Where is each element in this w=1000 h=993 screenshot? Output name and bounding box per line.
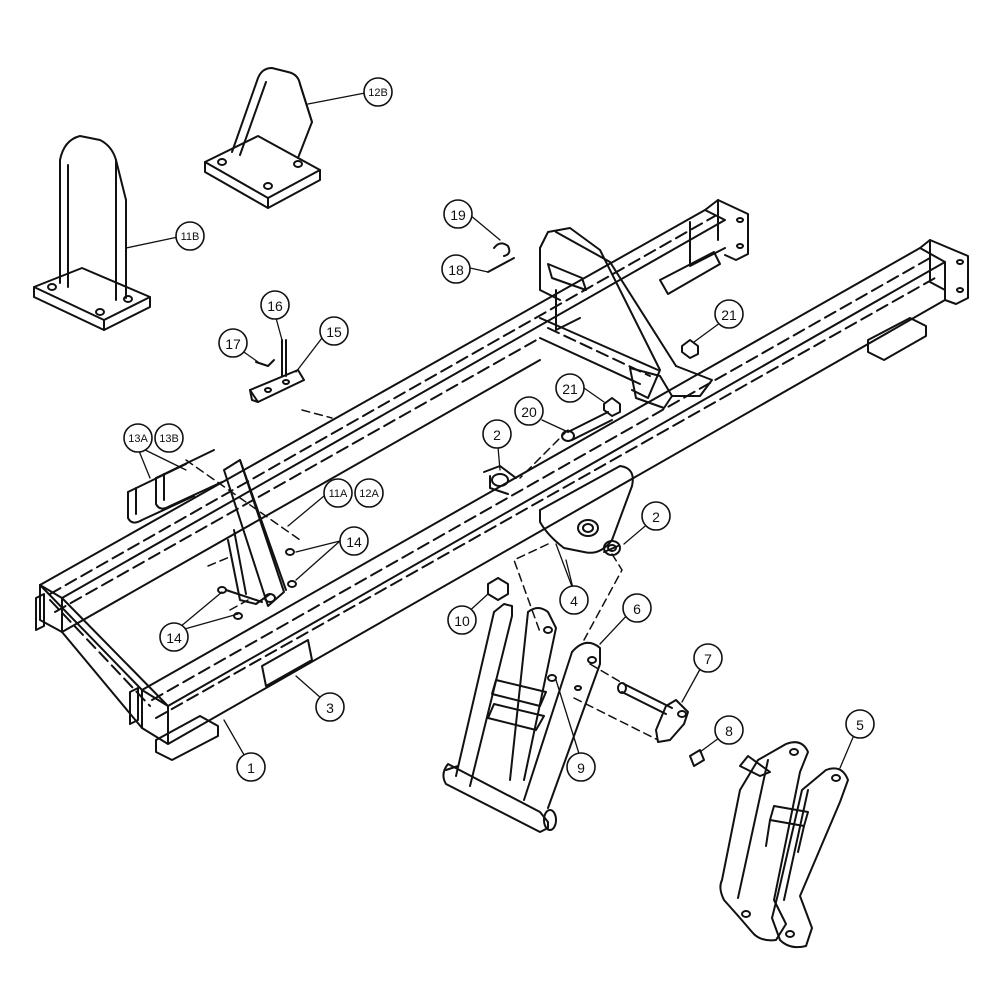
label-1: 1: [247, 760, 255, 776]
alignment-lines: [185, 409, 659, 741]
callout-8: [714, 715, 744, 745]
pin-18: [487, 257, 515, 273]
label-11b: 11B: [181, 231, 200, 243]
callout-9: [566, 752, 596, 782]
pin-7: [617, 682, 689, 743]
label-16: 16: [267, 298, 283, 314]
callout-16: [260, 290, 290, 320]
label-5: 5: [856, 717, 864, 733]
nut-14d: [233, 612, 243, 620]
callout-14b: [159, 622, 189, 652]
label-12b: 12B: [368, 87, 388, 99]
nut-14b: [287, 580, 297, 588]
hitch-tower: [539, 227, 713, 409]
nut-21a: [603, 397, 621, 417]
clevis-5: [719, 741, 849, 949]
label-14b: 14: [166, 630, 182, 646]
callout-1: [236, 752, 266, 782]
callout-11b: [175, 221, 205, 251]
callout-3: [315, 692, 345, 722]
callout-10: [447, 605, 477, 635]
label-10: 10: [454, 613, 470, 629]
label-21a: 21: [562, 381, 578, 397]
label-3: 3: [326, 700, 334, 716]
label-21b: 21: [721, 307, 737, 323]
label-8: 8: [725, 723, 733, 739]
callout-6: [622, 593, 652, 623]
label-11a: 11A: [329, 488, 348, 500]
clip-19: [493, 242, 511, 257]
label-14a: 14: [346, 534, 362, 550]
nut-14a: [285, 548, 295, 556]
label-6: 6: [633, 601, 641, 617]
label-12a: 12A: [359, 488, 379, 500]
callout-12a: [354, 478, 384, 508]
callout-7: [693, 643, 723, 673]
bushing-2b: [603, 540, 621, 556]
part-3-plate: [261, 639, 313, 687]
callout-15: [319, 316, 349, 346]
bracket-11b: [33, 135, 151, 331]
main-frame: [35, 199, 969, 761]
label-18: 18: [448, 262, 464, 278]
label-20: 20: [521, 404, 537, 420]
bracket-12b: [204, 67, 321, 209]
label-17: 17: [225, 336, 241, 352]
callout-13a: [123, 423, 153, 453]
callout-4: [559, 585, 589, 615]
u-bolts-13: [127, 449, 223, 524]
label-13a: 13A: [128, 433, 148, 445]
nut-10: [487, 577, 509, 601]
label-19: 19: [450, 207, 466, 223]
hitch-bracket: [539, 465, 634, 554]
label-7: 7: [704, 651, 712, 667]
callout-18: [441, 254, 471, 284]
nut-14c: [217, 586, 227, 594]
callout-labels: 12B 11B 19 18 16 17 15 21 21 20 2 2 13A …: [128, 87, 864, 776]
bolt-8: [689, 749, 705, 767]
callouts: [123, 77, 875, 782]
label-13b: 13B: [159, 433, 179, 445]
callout-11a: [323, 478, 353, 508]
callout-12b: [363, 77, 393, 107]
callout-13b: [154, 423, 184, 453]
callout-14a: [339, 526, 369, 556]
label-4: 4: [570, 593, 578, 609]
callout-2a: [482, 419, 512, 449]
nut-21b: [681, 339, 699, 359]
callout-2b: [641, 501, 671, 531]
latch-15: [249, 339, 305, 403]
label-9: 9: [577, 760, 585, 776]
label-15: 15: [326, 324, 342, 340]
callout-20: [514, 396, 544, 426]
callout-5: [845, 709, 875, 739]
callout-19: [443, 199, 473, 229]
callout-21b: [714, 299, 744, 329]
label-2a: 2: [493, 427, 501, 443]
label-2b: 2: [652, 509, 660, 525]
plate-11a-12a: [223, 459, 287, 607]
callout-17: [218, 328, 248, 358]
hitch-arm-6: [442, 603, 601, 833]
callout-21a: [555, 373, 585, 403]
